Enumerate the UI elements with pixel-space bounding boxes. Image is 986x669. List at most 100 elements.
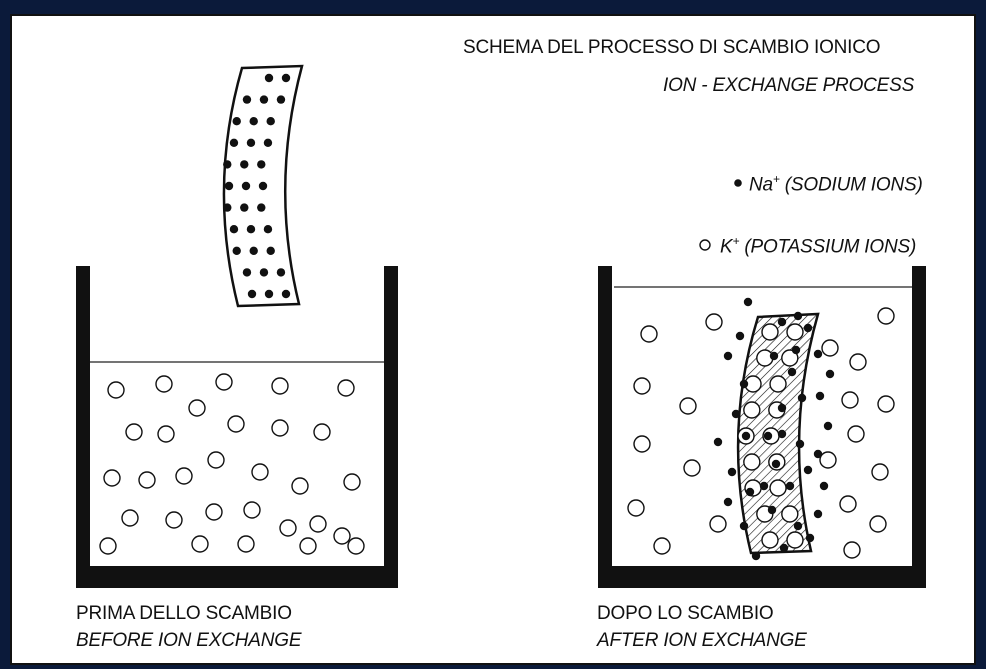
- potassium-ion: [627, 499, 645, 517]
- potassium-ion: [165, 511, 183, 529]
- sodium-ion: [242, 95, 252, 104]
- sodium-ion: [739, 379, 749, 389]
- legend-potassium-label: K+ (POTASSIUM IONS): [720, 234, 917, 258]
- potassium-ion: [175, 467, 193, 485]
- potassium-ion: [155, 375, 173, 393]
- sodium-ion: [803, 465, 813, 475]
- sodium-ion: [264, 73, 274, 83]
- sodium-ion: [713, 437, 723, 447]
- sodium-ion: [266, 117, 275, 126]
- sodium-ion: [281, 73, 291, 83]
- sodium-ion: [813, 509, 823, 519]
- sodium-ion: [257, 160, 266, 169]
- potassium-ion: [781, 505, 799, 523]
- sodium-ion: [223, 160, 232, 169]
- sodium-ion: [229, 138, 239, 147]
- ion-exchange-diagram: [76, 64, 926, 588]
- resin-sodium-ions: [223, 73, 291, 299]
- potassium-ion: [709, 515, 727, 533]
- potassium-ion: [633, 435, 651, 453]
- sodium-ion: [793, 311, 803, 321]
- potassium-ion: [207, 451, 225, 469]
- potassium-ion: [743, 453, 761, 471]
- sodium-ion: [224, 181, 234, 191]
- sodium-ion: [240, 160, 249, 169]
- sodium-ion: [743, 297, 753, 307]
- potassium-ion: [781, 349, 799, 367]
- potassium-ion: [743, 401, 761, 419]
- potassium-ion: [839, 495, 857, 513]
- potassium-ion: [705, 313, 723, 331]
- sodium-ion: [281, 289, 291, 299]
- sodium-ion: [242, 268, 252, 277]
- sodium-ion: [805, 533, 815, 543]
- sodium-ion: [723, 497, 733, 507]
- potassium-ion: [279, 519, 297, 537]
- potassium-ion: [877, 395, 895, 413]
- potassium-ion: [157, 425, 175, 443]
- sodium-ion: [259, 268, 269, 277]
- sodium-ion: [276, 268, 286, 277]
- potassium-ion: [871, 463, 889, 481]
- diagram-frame: SCHEMA DEL PROCESSO DI SCAMBIO IONICO IO…: [10, 14, 976, 665]
- sodium-ion: [258, 181, 268, 191]
- before-potassium-ions: [99, 373, 365, 555]
- potassium-ion: [769, 479, 787, 497]
- sodium-ion: [739, 521, 749, 531]
- sodium-ion: [246, 138, 256, 147]
- sodium-ion: [223, 203, 232, 212]
- potassium-ion: [251, 463, 269, 481]
- potassium-ion: [215, 373, 233, 391]
- sodium-ion: [727, 467, 737, 477]
- sodium-ion: [276, 95, 286, 104]
- sodium-ion: [763, 431, 773, 441]
- after-caption-italian: DOPO LO SCAMBIO: [597, 603, 774, 624]
- sodium-ion: [813, 449, 823, 459]
- potassium-ion: [337, 379, 355, 397]
- potassium-ion: [633, 377, 651, 395]
- sodium-ion: [246, 225, 256, 234]
- sodium-ion: [751, 551, 761, 561]
- legend-potassium-marker: [699, 239, 711, 251]
- potassium-ion: [333, 527, 351, 545]
- sodium-ion: [264, 289, 274, 299]
- after-caption-english: AFTER ION EXCHANGE: [597, 630, 807, 651]
- sodium-ion: [791, 345, 801, 355]
- potassium-ion: [869, 515, 887, 533]
- potassium-ion: [849, 353, 867, 371]
- before-resin-bead: [222, 64, 304, 308]
- potassium-ion: [99, 537, 117, 555]
- potassium-ion: [121, 509, 139, 527]
- sodium-ion: [257, 203, 266, 212]
- sodium-ion: [249, 246, 258, 255]
- sodium-ion: [779, 543, 789, 553]
- sodium-ion: [741, 431, 751, 441]
- potassium-ion: [227, 415, 245, 433]
- sodium-ion: [819, 481, 829, 491]
- potassium-ion: [841, 391, 859, 409]
- potassium-ion: [103, 469, 121, 487]
- sodium-ion: [735, 331, 745, 341]
- potassium-ion: [291, 477, 309, 495]
- sodium-ion: [229, 225, 239, 234]
- sodium-ion: [745, 487, 755, 497]
- potassium-ion: [819, 451, 837, 469]
- before-caption-italian: PRIMA DELLO SCAMBIO: [76, 603, 292, 624]
- sodium-ion: [803, 323, 813, 333]
- sodium-ion: [777, 403, 787, 413]
- potassium-ion: [769, 375, 787, 393]
- potassium-ion: [343, 473, 361, 491]
- sodium-ion: [793, 521, 803, 531]
- sodium-ion: [815, 391, 825, 401]
- sodium-ion: [723, 351, 733, 361]
- sodium-ion: [777, 429, 787, 439]
- potassium-ion: [299, 537, 317, 555]
- potassium-ion: [243, 501, 261, 519]
- sodium-ion: [263, 138, 273, 147]
- potassium-ion: [188, 399, 206, 417]
- resin-potassium-ions: [737, 323, 804, 549]
- before-caption-english: BEFORE ION EXCHANGE: [76, 630, 302, 651]
- sodium-ion: [787, 367, 797, 377]
- sodium-ion: [249, 117, 258, 126]
- sodium-ion: [825, 369, 835, 379]
